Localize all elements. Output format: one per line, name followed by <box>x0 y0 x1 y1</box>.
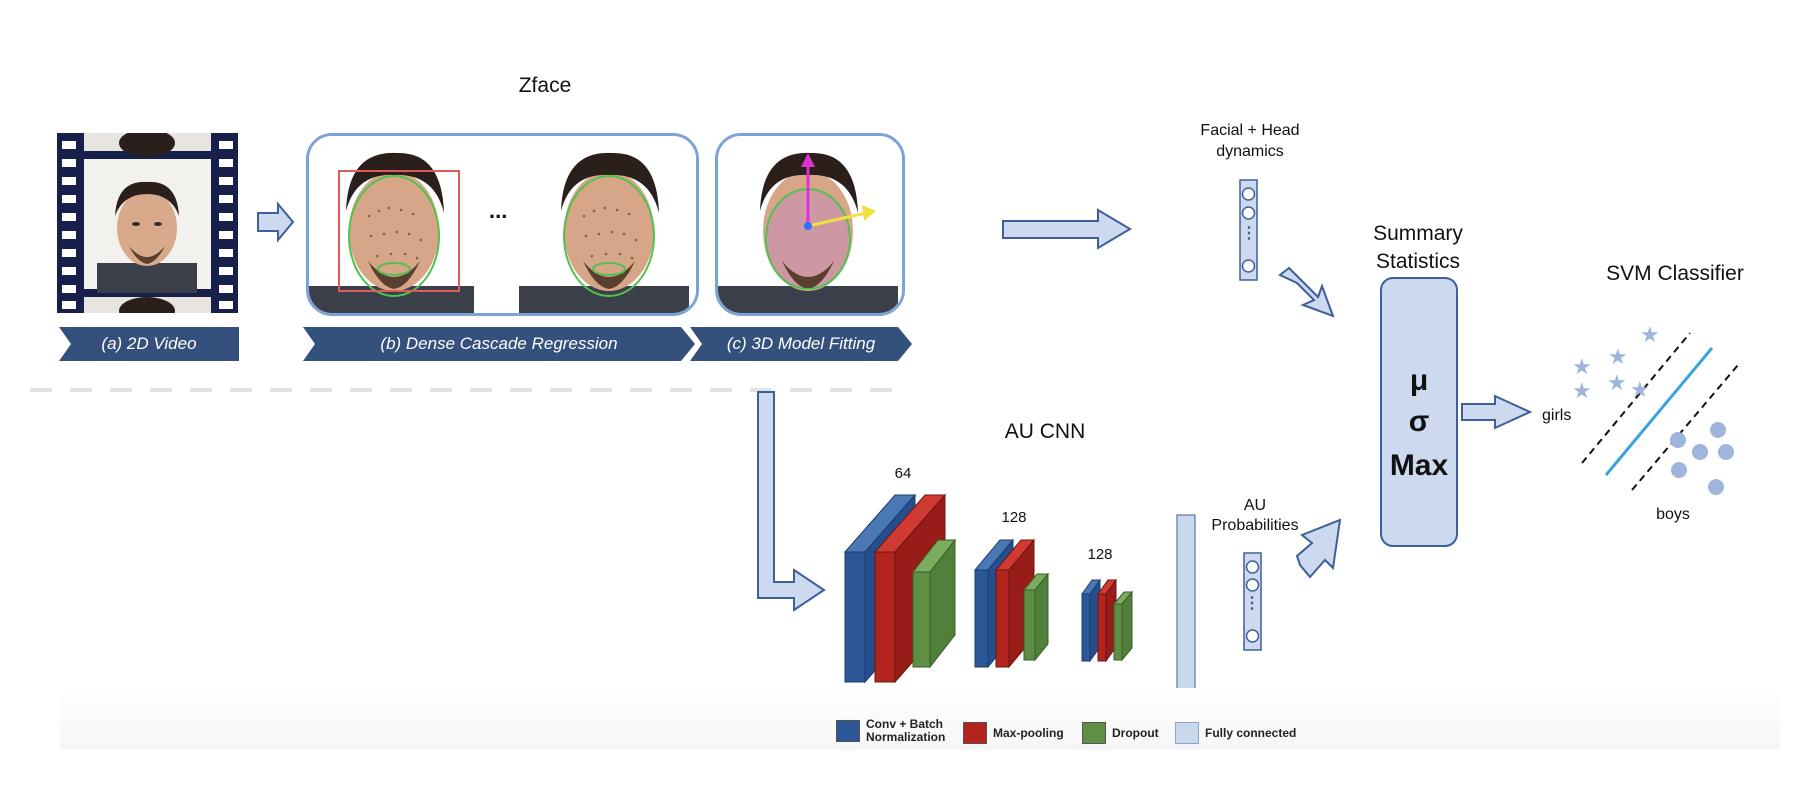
svm-margin-upper <box>1581 332 1691 464</box>
girl-star: ★ <box>1572 354 1592 379</box>
maxpool-layer <box>995 569 1010 668</box>
stage-label-dense-cascade: (b) Dense Cascade Regression <box>303 327 695 361</box>
cnn-block-64 <box>843 493 957 684</box>
film-strip <box>57 133 238 313</box>
legend-fc: Fully connected <box>1175 722 1296 744</box>
maxpool-layer <box>874 551 896 683</box>
frames-ellipsis: ... <box>489 198 508 223</box>
legend-conv-label-2: Normalization <box>866 730 946 744</box>
vector-node <box>1241 259 1256 273</box>
cnn-block-128-a <box>973 538 1050 669</box>
film-sprocket-holes <box>62 133 233 313</box>
legend-maxpool: Max-pooling <box>963 722 1064 744</box>
summary-title-2: Statistics <box>1375 250 1461 273</box>
girl-star: ★ <box>1572 378 1592 403</box>
legend-dropout-label: Dropout <box>1112 725 1159 740</box>
dynamics-label-1: Facial + Head <box>1200 122 1300 139</box>
vector-node <box>1245 578 1260 592</box>
legend-maxpool-label: Max-pooling <box>993 725 1064 740</box>
legend-conv: Conv + Batch Normalization <box>836 718 945 744</box>
svm-decision-boundary <box>1604 347 1714 476</box>
stat-std: σ <box>1408 405 1430 438</box>
stat-mean: μ <box>1409 364 1429 397</box>
boys-points <box>1670 422 1734 495</box>
stage-label-2d-video: (a) 2D Video <box>59 327 239 361</box>
legend-conv-label-1: Conv + Batch <box>866 717 944 731</box>
dynamics-label-2: dynamics <box>1216 143 1284 160</box>
au-prob-vector <box>1243 552 1262 651</box>
faded-caption-row <box>30 388 910 392</box>
cnn-title: AU CNN <box>1004 420 1086 443</box>
dropout-layer <box>1034 572 1049 662</box>
conv-layer <box>1081 593 1091 662</box>
arrow-video-to-zface <box>257 201 295 243</box>
arrow-zface-to-dynamics <box>1002 208 1132 250</box>
summary-stats-content: μ σ Max <box>1381 278 1457 546</box>
conv-layer <box>844 551 866 683</box>
cnn-block3-size: 128 <box>1087 546 1113 563</box>
dropout-layer <box>1113 603 1123 661</box>
arrow-dynamics-to-summary <box>1278 266 1335 318</box>
cnn-block-128-b <box>1081 578 1134 663</box>
stat-max: Max <box>1389 449 1449 482</box>
girl-star: ★ <box>1608 344 1628 369</box>
dense-cascade-panel: ... <box>306 133 699 316</box>
legend-dropout: Dropout <box>1082 722 1159 744</box>
girl-star: ★ <box>1640 322 1660 347</box>
legend-swatch-dropout <box>1082 722 1106 744</box>
dropout-layer <box>912 571 931 668</box>
dynamics-ellipsis: ⋮ <box>1241 225 1257 242</box>
background-band <box>60 688 1780 750</box>
landmark-faces <box>309 136 696 313</box>
boy-point <box>1710 422 1726 438</box>
summary-title-1: Summary <box>1373 222 1463 245</box>
cnn-block2-size: 128 <box>1001 509 1027 526</box>
au-prob-label-2: Probabilities <box>1211 517 1299 534</box>
boy-point <box>1671 462 1687 478</box>
conv-layer <box>974 569 989 668</box>
face-photo <box>97 181 197 293</box>
svm-class-girls: girls <box>1542 407 1572 424</box>
arrow-zface-to-cnn <box>757 391 826 612</box>
maxpool-layer <box>1097 593 1107 662</box>
svm-title: SVM Classifier <box>1606 262 1744 285</box>
3d-mesh-face <box>718 136 902 313</box>
dropout-layer <box>1121 590 1133 662</box>
legend-swatch-conv <box>836 720 860 742</box>
au-prob-ellipsis: ⋮ <box>1244 595 1260 612</box>
au-prob-label-1: AU <box>1243 497 1267 514</box>
svm-margin-lower <box>1631 364 1739 491</box>
stage-label-3d-model: (c) 3D Model Fitting <box>690 327 912 361</box>
vector-node <box>1245 560 1260 574</box>
girl-star: ★ <box>1630 377 1650 402</box>
svm-class-boys: boys <box>1656 506 1690 523</box>
cnn-block1-size: 64 <box>894 465 912 482</box>
model-fitting-panel <box>715 133 905 316</box>
girl-star: ★ <box>1607 370 1627 395</box>
arrow-summary-to-svm <box>1461 394 1533 430</box>
boy-point <box>1718 444 1734 460</box>
fully-connected-layer <box>1176 514 1196 699</box>
vector-node <box>1245 629 1260 643</box>
dynamics-vector <box>1239 179 1258 281</box>
legend-swatch-fc <box>1175 722 1199 744</box>
summary-stats-box <box>1380 277 1458 547</box>
vector-node <box>1241 187 1256 201</box>
boy-point <box>1708 479 1724 495</box>
boy-point <box>1692 444 1708 460</box>
vector-node <box>1241 206 1256 220</box>
legend-fc-label: Fully connected <box>1205 725 1297 740</box>
legend-swatch-maxpool <box>963 722 987 744</box>
arrow-probs-to-summary <box>1295 518 1342 579</box>
boy-point <box>1670 432 1686 448</box>
dropout-layer <box>1023 589 1036 661</box>
zface-title: Zface <box>518 74 572 97</box>
